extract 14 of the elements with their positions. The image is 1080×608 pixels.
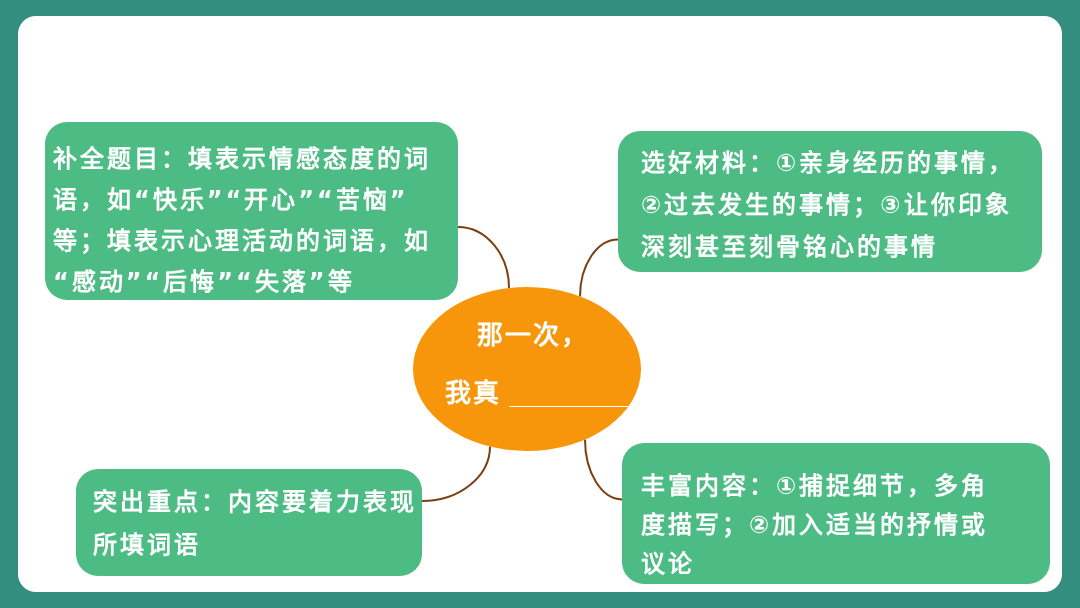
- topic-box: [76, 469, 422, 576]
- node-text: 突出重点：内容要着力表现所填词语: [93, 487, 418, 561]
- node-text: 选好材料：①亲身经历的事情，②过去发生的事情；③让你印象深刻甚至刻骨铭心的事情: [641, 148, 1017, 263]
- node-text: 那一次，: [477, 319, 590, 352]
- connector-line: [584, 438, 623, 501]
- connector-line: [421, 445, 491, 503]
- topic-box: [45, 122, 458, 300]
- topic-box: [618, 131, 1042, 272]
- node-text: 补全题目：填表示情感态度的词语，如“快乐”“开心”“苦恼”等；填表示心理活动的词语，如“感动”“后悔”“失落”等: [53, 144, 432, 298]
- node-text: 我真: [445, 377, 502, 410]
- connector-line: [457, 226, 510, 290]
- topic-box: [622, 443, 1050, 584]
- connector-line: [579, 238, 619, 298]
- node-text: 丰富内容：①捕捉细节，多角度描写；②加入适当的抒情或议论: [641, 471, 990, 580]
